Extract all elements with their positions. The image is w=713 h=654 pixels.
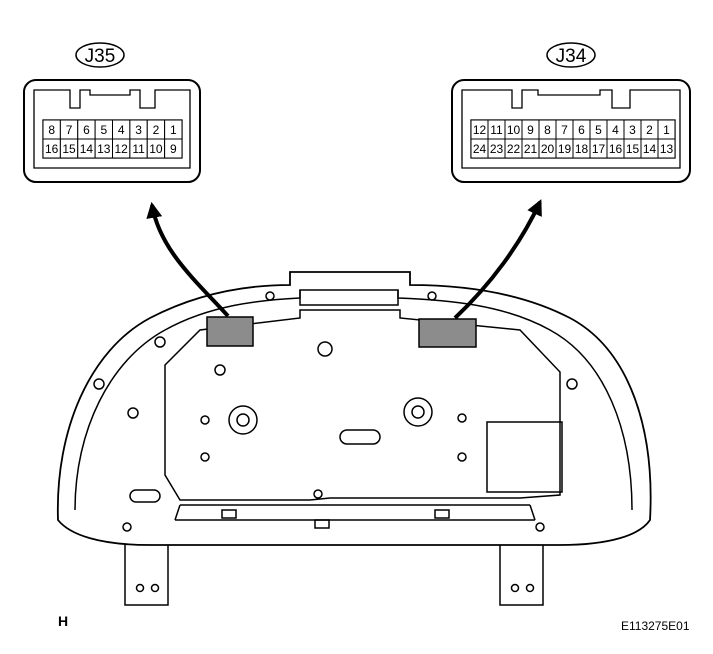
bottom-center-hole [313, 489, 323, 499]
rail-clip [221, 509, 237, 519]
j35-pin-cell [164, 138, 183, 159]
j35-pin-number: 1 [170, 123, 177, 137]
j34-pin-number: 15 [626, 142, 640, 156]
j35-pin-number: 10 [149, 142, 163, 156]
j35-label-oval [75, 42, 125, 68]
mount-hole [510, 583, 520, 593]
j34-pin-number: 5 [595, 123, 602, 137]
plate-hole [457, 413, 467, 423]
j34-pin-number: 21 [524, 142, 538, 156]
j34-pin-number: 3 [629, 123, 636, 137]
j34-pin-number: 12 [473, 123, 487, 137]
j34-pointer-arrow [453, 199, 542, 320]
j35-pin-number: 2 [153, 123, 160, 137]
meter-inner-shell [74, 289, 633, 511]
plate-hole [154, 336, 166, 348]
j35-pin-number: 4 [118, 123, 125, 137]
right-gauge-shaft [411, 405, 425, 419]
left-ear-hole [93, 378, 105, 390]
j34-pin-number: 23 [490, 142, 504, 156]
combination-meter-body [56, 271, 652, 606]
plate-hole [214, 364, 226, 376]
j34-pin-number: 19 [558, 142, 572, 156]
j34-label-oval [546, 42, 596, 68]
j34-pin-number: 11 [490, 123, 503, 137]
corner-letter: H [58, 613, 68, 629]
mount-hole [135, 583, 145, 593]
lower-left-slot [129, 489, 161, 503]
j35-pin-number: 12 [115, 142, 129, 156]
mount-hole [150, 583, 160, 593]
j34-pin-number: 7 [561, 123, 568, 137]
j34-pin-number: 13 [660, 142, 674, 156]
left-gauge-shaft [236, 413, 250, 427]
j35-label: J35 [85, 46, 116, 67]
j35-pointer-arrow [146, 201, 230, 318]
right-ear-hole [566, 378, 578, 390]
plate-hole [127, 407, 139, 419]
j34-pin-number: 22 [507, 142, 521, 156]
j35-pin-number: 16 [45, 142, 59, 156]
j34-pin-number: 14 [643, 142, 657, 156]
mount-hole [525, 583, 535, 593]
top-right-hole [427, 291, 437, 301]
j35-housing-inner [33, 89, 191, 169]
j34-pin-number: 18 [575, 142, 589, 156]
left-lower-hole [122, 522, 132, 532]
j35-pin-number: 13 [97, 142, 111, 156]
j34-pin-number: 4 [612, 123, 619, 137]
plate-hole [317, 341, 333, 357]
rail-clip [434, 509, 450, 519]
j34-pin-number: 2 [646, 123, 653, 137]
j34-pin-number: 16 [609, 142, 623, 156]
j35-pin-number: 14 [80, 142, 94, 156]
rail-clip [314, 519, 330, 529]
meter-bottom-rail [174, 504, 536, 521]
right-mount-bracket [499, 545, 544, 606]
meter-back-plate [164, 309, 561, 501]
j34-pin-number: 24 [473, 142, 487, 156]
j34-pin-number: 10 [507, 123, 521, 137]
meter-right-boss [486, 421, 563, 493]
left-mount-bracket [124, 545, 169, 606]
j35-pin-number: 8 [48, 123, 55, 137]
j35-pin-number: 3 [135, 123, 142, 137]
center-slot [339, 429, 381, 445]
left-gauge-boss [228, 405, 258, 435]
plate-hole [200, 452, 210, 462]
j35-pin-number: 15 [62, 142, 76, 156]
j34-pin-number: 9 [527, 123, 534, 137]
j34-pin-number: 1 [663, 123, 670, 137]
meter-top-tab [299, 290, 399, 306]
j34-label: J34 [556, 46, 587, 67]
plate-hole [200, 415, 210, 425]
j34-pin-number: 17 [592, 142, 606, 156]
j35-pin-number: 11 [132, 142, 145, 156]
j34-housing-inner [461, 89, 681, 169]
j34-pin-number: 20 [541, 142, 555, 156]
j35-pin-number: 5 [100, 123, 107, 137]
j35-pin-number: 7 [66, 123, 73, 137]
j34-pin-cell [657, 138, 676, 159]
meter-outer-shell [56, 271, 652, 546]
j34-pin-number: 6 [578, 123, 585, 137]
top-left-hole [265, 291, 275, 301]
right-gauge-boss [403, 397, 433, 427]
j35-pin-number: 6 [83, 123, 90, 137]
j34-connector-location [418, 318, 477, 348]
plate-hole [457, 452, 467, 462]
j35-connector-location [206, 316, 254, 347]
figure-code: E113275E01 [621, 619, 690, 633]
right-lower-hole [535, 522, 545, 532]
j35-pin-number: 9 [170, 142, 177, 156]
j34-pin-number: 8 [544, 123, 551, 137]
